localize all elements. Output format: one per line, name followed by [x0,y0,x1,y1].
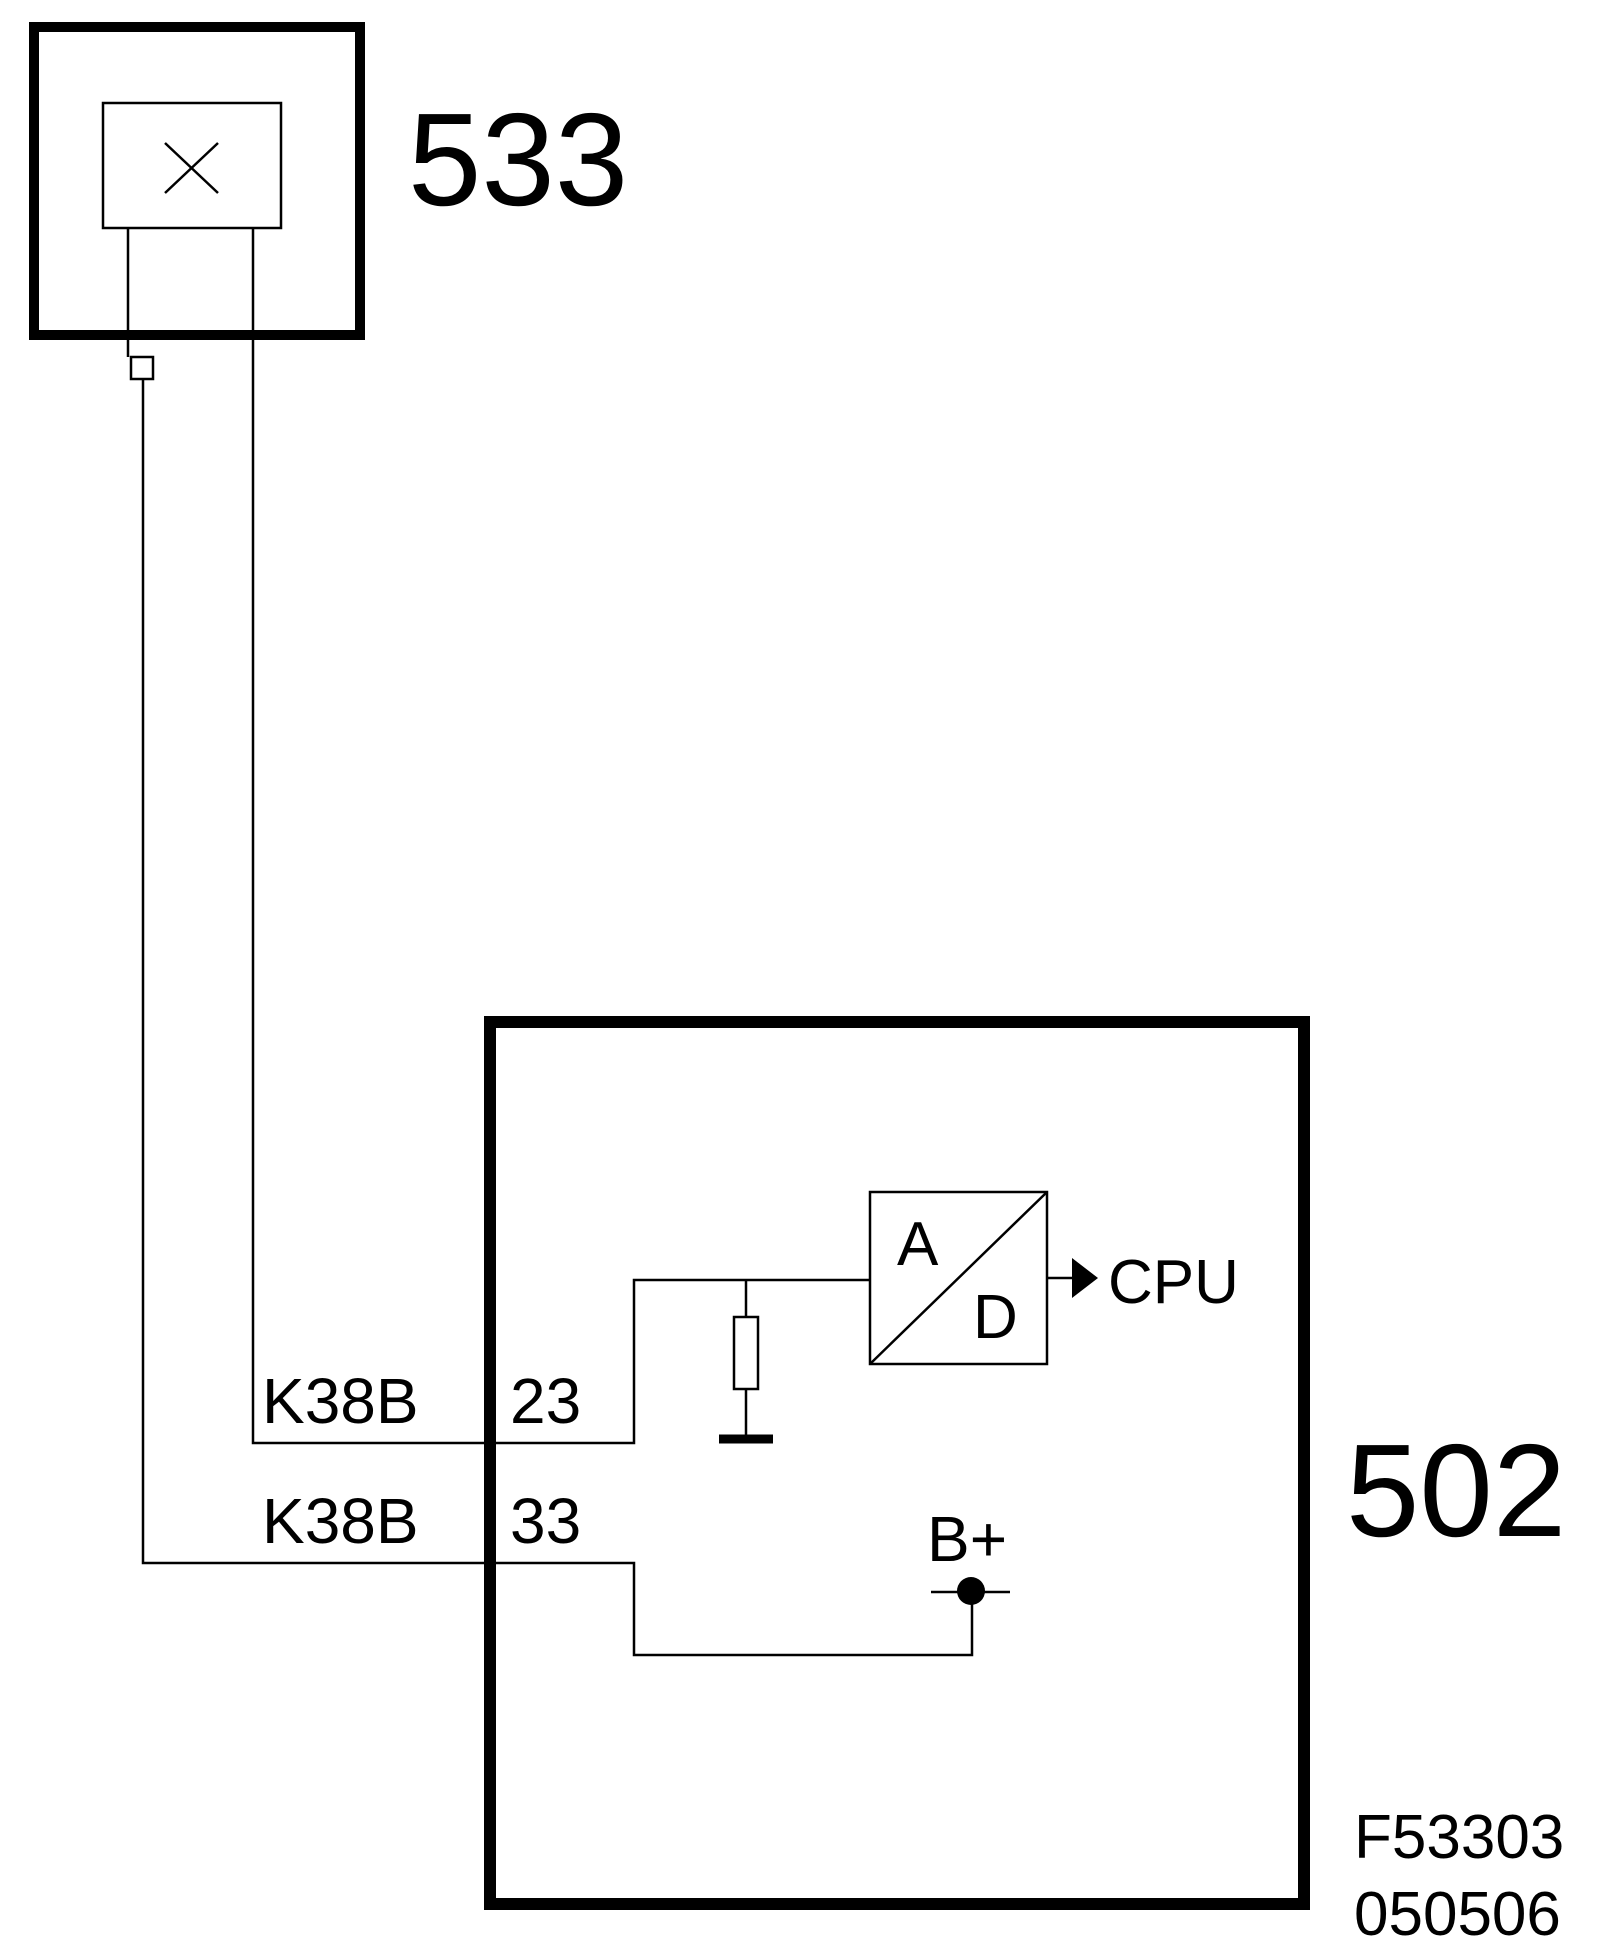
adc-digital-label: D [973,1283,1018,1352]
pin-number-label: 23 [510,1365,581,1437]
sensor-533-housing [29,22,365,340]
pin-connector-label: K38B [262,1485,419,1557]
wire-pin-23 [251,228,870,1445]
date-code: 050506 [1354,1880,1561,1948]
pin-connector-label: K38B [262,1365,419,1437]
terminal-dot-icon [931,1577,1010,1605]
sensor-id-label: 533 [408,86,628,233]
cross-element-icon [101,101,283,230]
wire-pin-33-run [141,379,974,1657]
control-unit-id-label: 502 [1346,1417,1566,1564]
control-unit-502-housing [484,1016,1310,1910]
adc-analog-label: A [897,1210,939,1279]
cpu-label: CPU [1108,1248,1239,1317]
adc-diagonal [869,1191,1048,1365]
pin-number-label: 33 [510,1485,581,1557]
resistor-icon [732,1315,760,1391]
supply-label: B+ [927,1503,1007,1575]
arrow-right-icon [1047,1258,1098,1298]
connector-icon [129,355,155,381]
figure-code: F53303 [1354,1803,1564,1872]
